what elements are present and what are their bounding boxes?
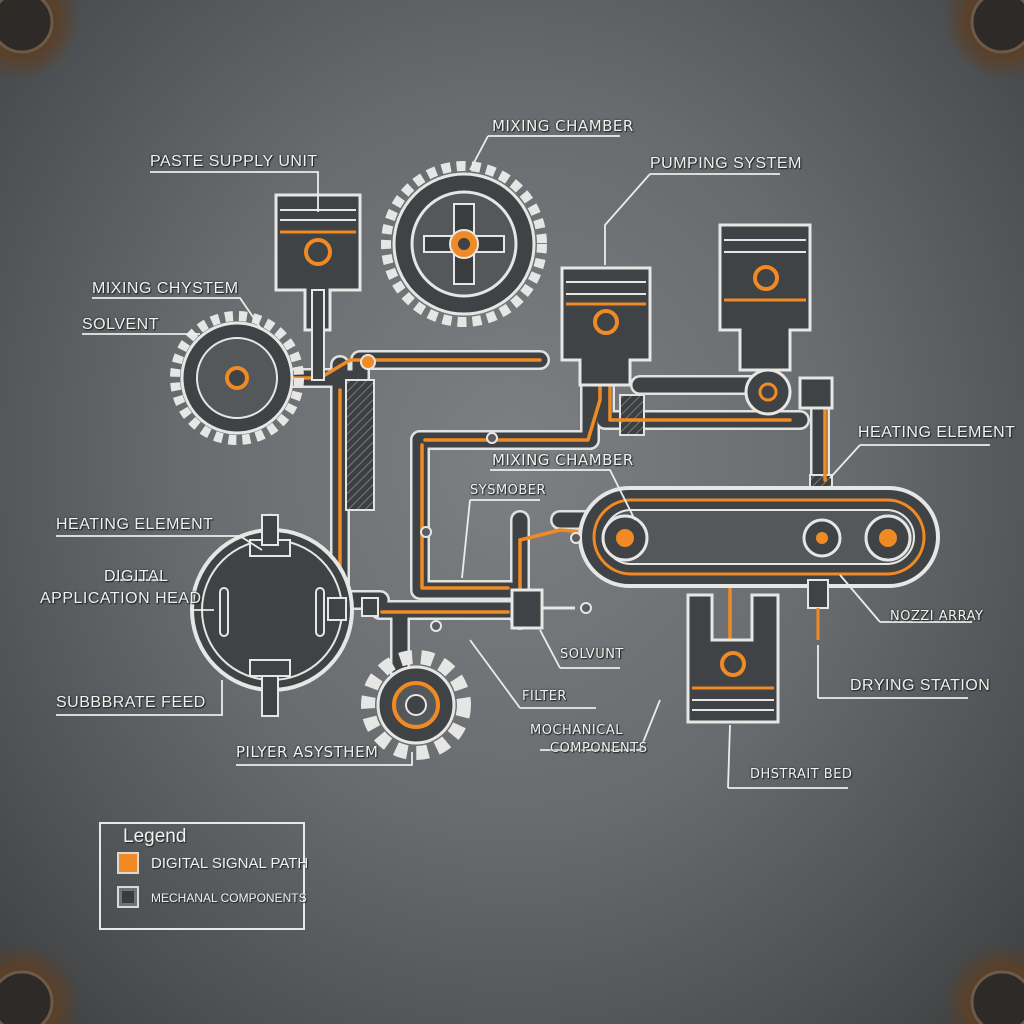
label-mechanical: MOCHANICAL bbox=[530, 723, 623, 738]
label-mixing-chystem: MIXING CHYSTEM bbox=[92, 280, 239, 297]
label-mixing-chamber-top: MIXING CHAMBER bbox=[492, 117, 634, 135]
conveyor-belt bbox=[578, 486, 940, 588]
legend-label-signal: DIGITAL SIGNAL PATH bbox=[151, 855, 309, 872]
label-components: COMPONENTS bbox=[550, 741, 648, 756]
piston-paste-supply bbox=[274, 193, 362, 381]
gear-pilyer bbox=[361, 650, 471, 760]
legend-label-mechanical: MECHANAL COMPONENTS bbox=[151, 891, 307, 905]
piston-pumping-1 bbox=[560, 266, 652, 387]
label-paste-supply-unit: PASTE SUPPLY UNIT bbox=[150, 153, 318, 170]
legend-swatch-mechanical bbox=[117, 886, 139, 908]
label-sysmober: SYSMOBER bbox=[470, 483, 547, 498]
label-dhstrait-bed: DHSTRAIT BED bbox=[750, 767, 853, 782]
label-nozzle-array: NOZZI ARRAY bbox=[890, 609, 984, 624]
label-application-head: APPLICATION HEAD bbox=[40, 590, 202, 607]
label-pumping-system: PUMPING SYSTEM bbox=[650, 155, 802, 172]
small-bolts bbox=[360, 354, 592, 632]
leader-lines bbox=[56, 135, 990, 789]
label-drying-station: DRYING STATION bbox=[850, 677, 991, 694]
legend-title: Legend bbox=[123, 826, 187, 847]
label-filter: FILTER bbox=[522, 689, 567, 704]
nozzle bbox=[807, 579, 829, 640]
label-digital: DIGITAL bbox=[104, 568, 169, 585]
application-head bbox=[190, 514, 379, 717]
label-solvent: SOLVENT bbox=[82, 316, 159, 333]
label-heating-element-left: HEATING ELEMENT bbox=[56, 516, 214, 533]
label-solvunt: SOLVUNT bbox=[560, 647, 624, 662]
label-heating-element-right: HEATING ELEMENT bbox=[858, 424, 1016, 441]
gear-mixing-system bbox=[170, 311, 304, 445]
filter-block bbox=[510, 588, 575, 630]
legend-swatch-signal bbox=[117, 852, 139, 874]
gear-mixing-chamber bbox=[381, 161, 547, 327]
piston-bed bbox=[686, 593, 780, 724]
legend: Legend DIGITAL SIGNAL PATH MECHANAL COMP… bbox=[99, 822, 309, 930]
piston-pumping-2 bbox=[718, 223, 812, 372]
label-mixing-chamber-mid: MIXING CHAMBER bbox=[492, 451, 634, 469]
label-pilyer-asysthem: PILYER ASYSTHEM bbox=[236, 743, 379, 761]
label-substrate-feed: SUBBBRATE FEED bbox=[56, 694, 206, 711]
valve-junction bbox=[744, 368, 834, 416]
